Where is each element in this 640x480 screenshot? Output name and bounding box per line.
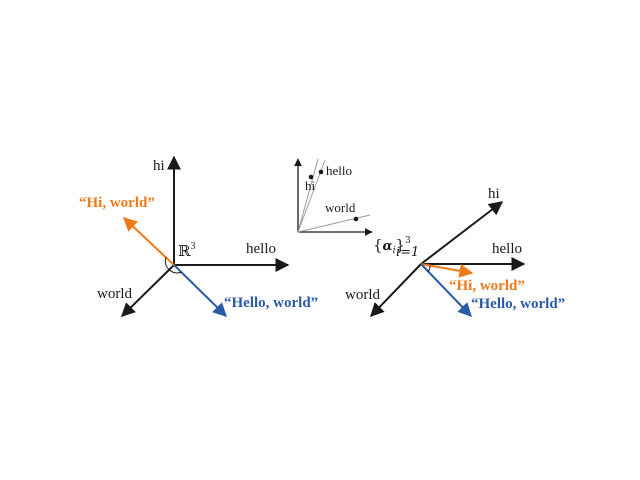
right-panel: hi hello world “Hi, world” “Hello, world… <box>345 186 565 318</box>
right-vector-hi-world <box>420 263 474 278</box>
right-angle-arc <box>427 265 431 273</box>
right-label-hello-world: “Hello, world” <box>471 296 565 312</box>
center-point-hello <box>318 169 324 175</box>
center-panel: hello hi world <box>294 158 373 236</box>
left-axis-world <box>121 264 175 317</box>
left-space-symbol: ℝ3 <box>178 241 195 260</box>
center-point-hi <box>308 174 314 180</box>
left-label-hello: hello <box>246 241 276 257</box>
left-label-world: world <box>97 286 132 302</box>
center-point-world <box>353 216 359 222</box>
right-axis-hi <box>420 201 504 265</box>
right-label-hi: hi <box>488 186 500 202</box>
center-label-hi: hi <box>305 178 316 193</box>
right-label-world: world <box>345 287 380 303</box>
right-label-hi-world: “Hi, world” <box>449 278 525 294</box>
left-panel: hi hello world “Hi, world” “Hello, world… <box>79 155 318 317</box>
center-ray-world <box>297 214 371 233</box>
left-label-hello-world: “Hello, world” <box>224 295 318 311</box>
right-label-hello: hello <box>492 241 522 257</box>
center-ray-hi <box>297 158 319 233</box>
right-vector-hello-world <box>420 263 472 318</box>
left-vector-hi-world <box>122 217 175 266</box>
left-label-hi-world: “Hi, world” <box>79 195 155 211</box>
center-label-world: world <box>325 200 356 215</box>
right-axis-world <box>370 263 422 318</box>
right-basis-set: {αi}3 <box>373 236 411 256</box>
left-vector-hello-world <box>173 264 227 317</box>
right-basis-range: i=1 <box>396 245 419 260</box>
left-angle-arc <box>164 256 183 274</box>
center-label-hello: hello <box>326 163 352 178</box>
left-label-hi: hi <box>153 158 165 174</box>
